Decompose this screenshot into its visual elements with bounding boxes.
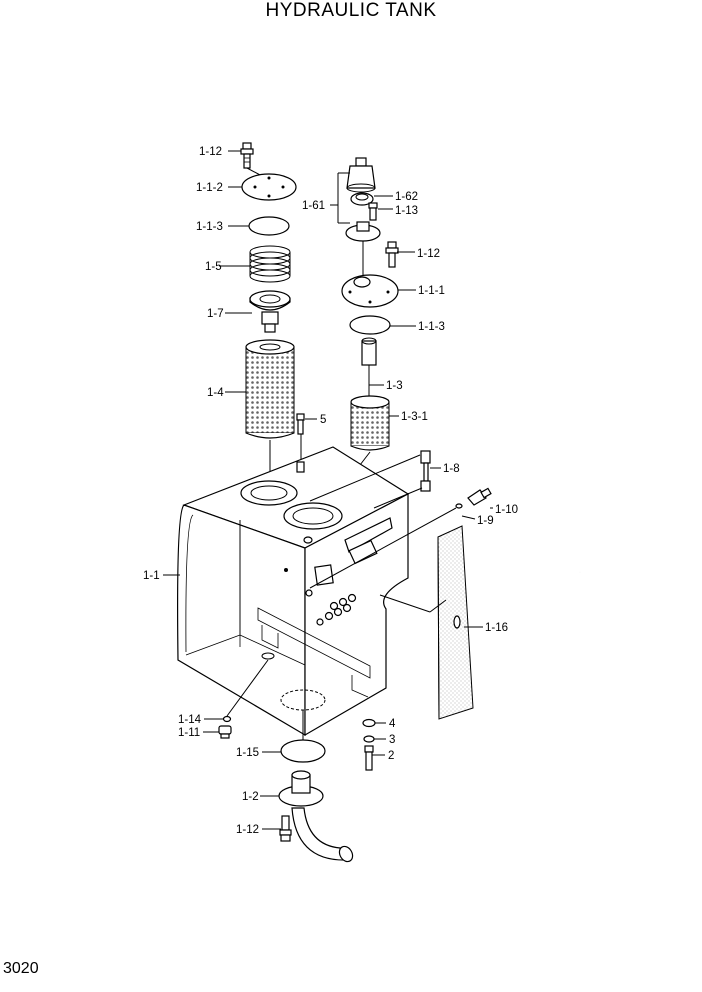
part-spring-1-5[interactable] (249, 245, 291, 283)
leader-line (309, 507, 457, 589)
part-oring-1-9[interactable] (455, 503, 463, 509)
page-number: 3020 (3, 960, 39, 977)
callout-1-12-top: 1-12 (199, 146, 222, 158)
part-bolt-1-13[interactable] (368, 202, 378, 221)
part-oring-1-1-3-left[interactable] (248, 216, 290, 236)
part-washer-3[interactable] (363, 735, 375, 743)
callout-1-12-bottom: 1-12 (236, 824, 259, 836)
part-bolt-1-12-top[interactable] (240, 142, 254, 169)
leader-line (226, 659, 269, 717)
callout-1-62: 1-62 (395, 191, 418, 203)
callout-1-61: 1-61 (302, 200, 325, 212)
callout-1-11: 1-11 (178, 727, 200, 739)
part-side-cover-1-16[interactable] (437, 525, 474, 720)
part-gasket-1-15[interactable] (280, 739, 326, 763)
part-breather-1-61[interactable] (346, 157, 376, 193)
part-strainer-1-3-1[interactable] (350, 395, 390, 451)
callout-1-9: 1-9 (477, 515, 494, 527)
callout-1-4: 1-4 (207, 387, 224, 399)
callout-1-16: 1-16 (485, 622, 508, 634)
callout-1-2: 1-2 (242, 791, 259, 803)
callout-4: 4 (389, 718, 396, 730)
part-valve-1-7[interactable] (249, 290, 291, 333)
callout-1-1: 1-1 (143, 570, 160, 582)
callout-1-15: 1-15 (236, 747, 259, 759)
callout-2: 2 (388, 750, 394, 762)
part-cover-1-1-2[interactable] (241, 173, 297, 201)
callout-1-14: 1-14 (178, 714, 202, 726)
part-sensor-1-10[interactable] (467, 487, 492, 506)
part-bolt-5[interactable] (296, 413, 305, 435)
callout-1-3-1: 1-3-1 (401, 411, 428, 423)
part-pipe-1-2[interactable] (278, 770, 355, 864)
callout-1-10: 1-10 (495, 504, 518, 516)
callout-1-5: 1-5 (205, 261, 222, 273)
part-tank-1-1[interactable] (177, 446, 581, 737)
leader-line (373, 487, 423, 509)
callout-3: 3 (389, 734, 395, 746)
callout-1-1-3-right: 1-1-3 (418, 321, 445, 333)
part-washer-4[interactable] (362, 718, 376, 728)
callout-1-1-3-left: 1-1-3 (196, 221, 223, 233)
callout-5: 5 (320, 414, 326, 426)
leader-line (429, 599, 447, 613)
part-oring-1-1-3-right[interactable] (349, 315, 391, 335)
diagram-title: HYDRAULIC TANK (265, 0, 437, 21)
leader-line (309, 454, 421, 502)
part-filter-element-1-4[interactable] (245, 339, 295, 439)
leader-line (379, 594, 431, 613)
part-rod-1-3[interactable] (361, 337, 377, 398)
part-breather-base-1-61[interactable] (345, 221, 381, 242)
part-plug-1-11[interactable] (218, 725, 232, 739)
callout-leaders (163, 150, 493, 830)
part-nut-1-62[interactable] (350, 192, 374, 206)
part-bolt-1-12-right[interactable] (385, 241, 399, 268)
part-level-gauge-1-8[interactable] (420, 450, 431, 492)
part-bolt-2[interactable] (364, 745, 374, 771)
callout-1-1-1: 1-1-1 (418, 285, 445, 297)
callout-1-8: 1-8 (443, 463, 460, 475)
part-oring-1-14[interactable] (222, 715, 232, 723)
callout-1-7: 1-7 (207, 308, 224, 320)
part-bolt-1-12-bottom[interactable] (279, 815, 292, 842)
callout-1-13: 1-13 (395, 205, 418, 217)
callout-1-1-2: 1-1-2 (196, 182, 223, 194)
callout-labels: 1-12 1-1-2 1-1-3 1-5 1-7 1-4 5 1-61 1-62… (143, 146, 518, 836)
callout-1-3: 1-3 (386, 380, 403, 392)
callout-1-12-right: 1-12 (417, 248, 440, 260)
part-cover-1-1-1[interactable] (341, 274, 399, 308)
